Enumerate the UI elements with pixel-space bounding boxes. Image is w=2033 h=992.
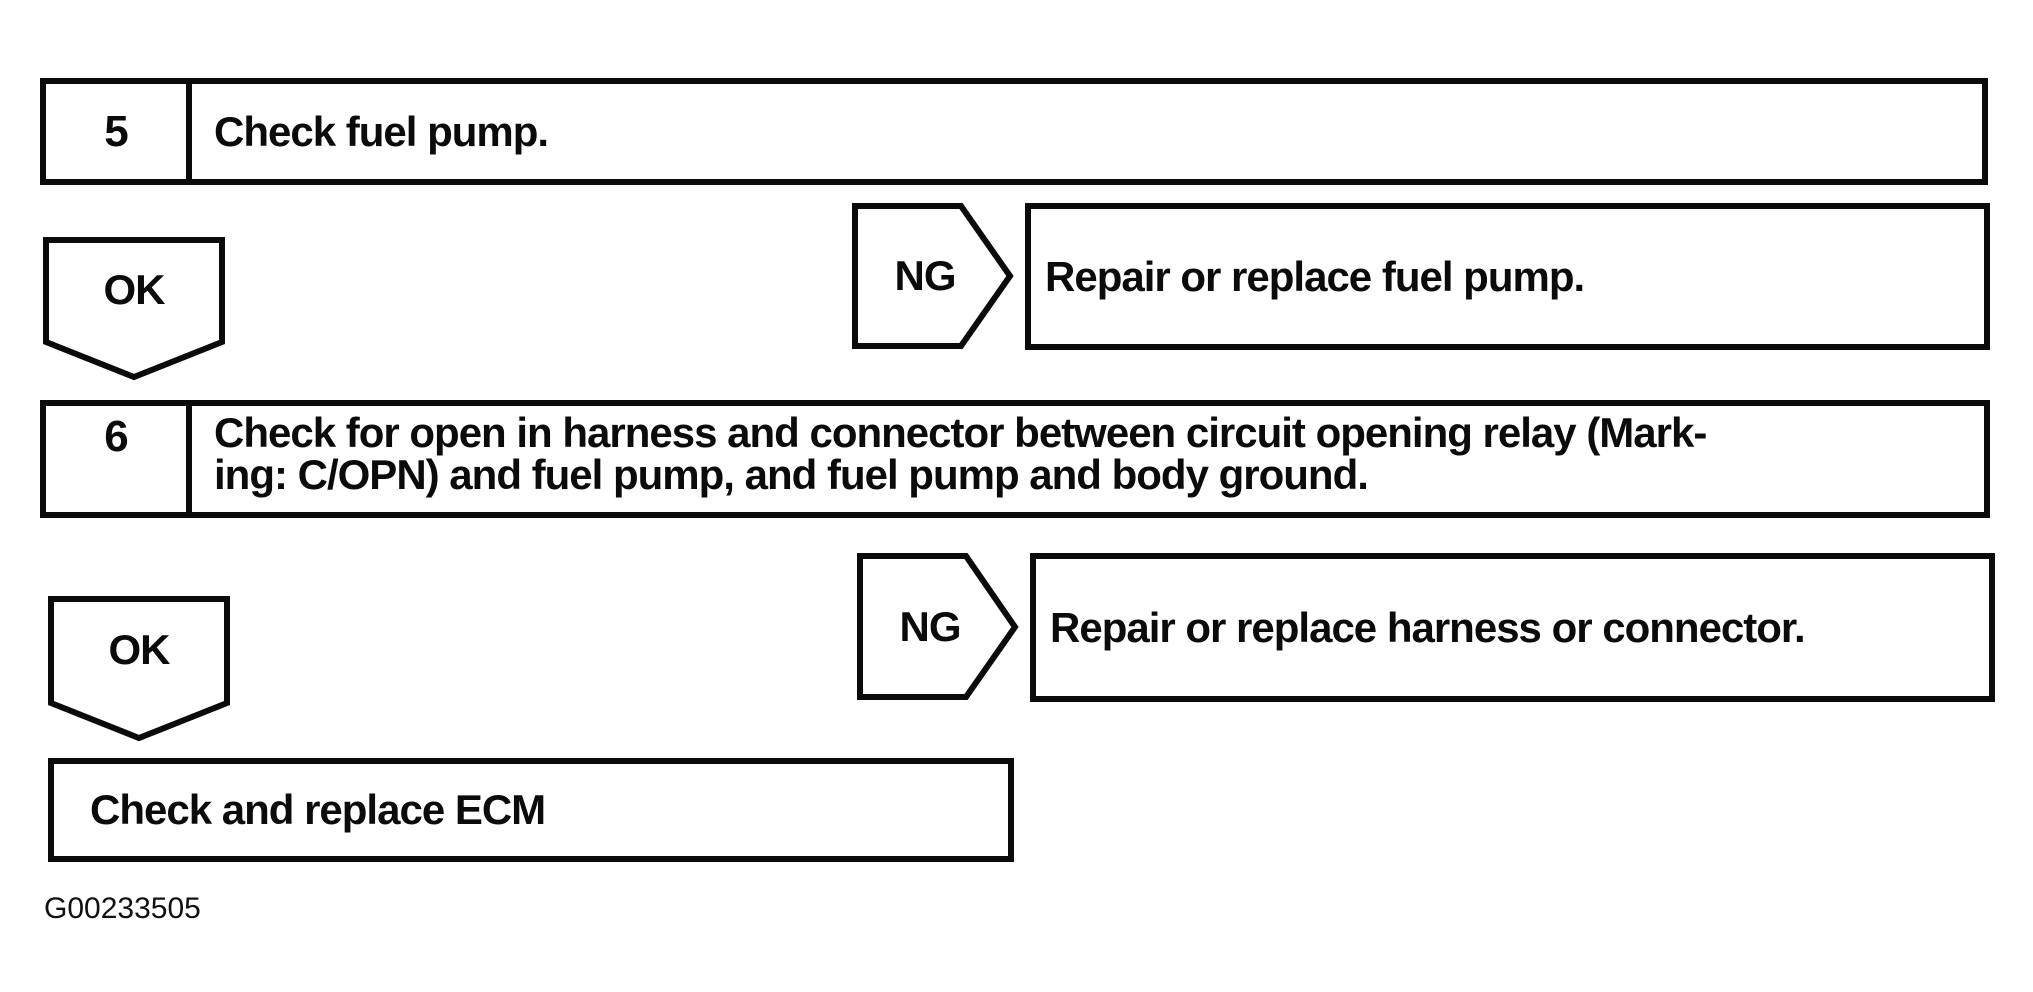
ng-pentagon-icon <box>857 553 1019 700</box>
ng-label-step5: NG <box>894 252 957 299</box>
step-6-instruction-line2: ing: C/OPN) and fuel pump, and fuel pump… <box>214 451 1369 498</box>
ng-arrow-step6: NG <box>857 553 1019 700</box>
figure-id: G00233505 <box>44 892 201 925</box>
final-action-text: Check and replace ECM <box>90 786 546 833</box>
ng-label-step6: NG <box>899 602 962 650</box>
ok-pentagon-icon <box>48 596 230 742</box>
ok-arrow-step6: OK <box>48 596 230 743</box>
ng-result-step6-text: Repair or replace harness or connector. <box>1050 603 1806 651</box>
final-action-box: Check and replace ECM <box>48 758 1014 862</box>
ok-pentagon-icon <box>43 237 225 381</box>
ok-arrow-step5: OK <box>43 237 225 382</box>
step-6-box: 6 Check for open in harness and connecto… <box>40 400 1990 518</box>
ok-label-step5: OK <box>103 265 166 313</box>
step-5-instruction: Check fuel pump. <box>192 84 549 179</box>
ng-result-step5-text: Repair or replace fuel pump. <box>1045 252 1585 300</box>
ok-label-step6: OK <box>108 625 171 673</box>
ng-arrow-step5: NG <box>852 203 1014 349</box>
step-5-box: 5 Check fuel pump. <box>40 78 1988 185</box>
ng-result-step5: Repair or replace fuel pump. <box>1025 203 1990 350</box>
step-5-number: 5 <box>46 84 192 179</box>
step-6-instruction-line1: Check for open in harness and connector … <box>214 409 1707 456</box>
ng-pentagon-icon <box>852 203 1014 349</box>
step-6-number: 6 <box>46 406 192 512</box>
step-6-instruction: Check for open in harness and connector … <box>192 406 1707 512</box>
step-5-instruction-text: Check fuel pump. <box>214 107 549 155</box>
ng-result-step6: Repair or replace harness or connector. <box>1030 553 1995 702</box>
